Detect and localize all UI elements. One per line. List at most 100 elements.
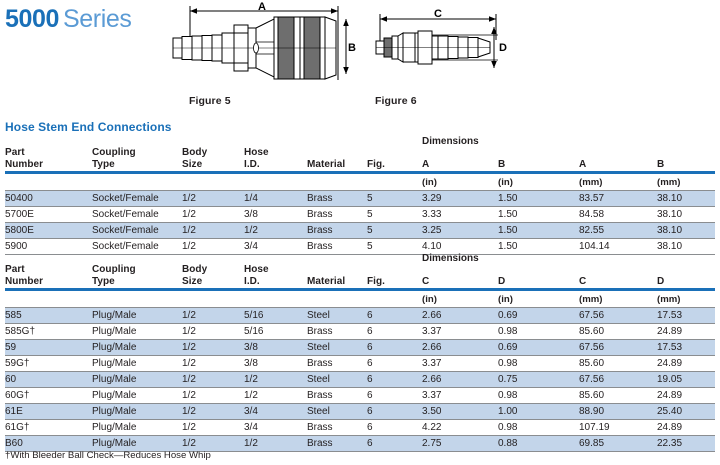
cell-dim-4: 24.89 xyxy=(657,419,715,436)
cell-dim-3: 85.60 xyxy=(579,387,657,404)
cell-dim-3: 107.19 xyxy=(579,419,657,436)
cell-material: Brass xyxy=(307,190,367,207)
cell-part-number: 60 xyxy=(5,371,92,388)
cell-part-number: 59G† xyxy=(5,355,92,372)
unit-dim-1: (in) xyxy=(422,294,437,305)
col-header-material: Material xyxy=(307,158,346,170)
cell-dim-1: 3.29 xyxy=(422,190,498,207)
cell-dim-4: 19.05 xyxy=(657,371,715,388)
figure-6-caption: Figure 6 xyxy=(375,95,417,107)
svg-text:A: A xyxy=(258,2,266,13)
unit-blank-4 xyxy=(244,291,307,308)
cell-dim-3: 85.60 xyxy=(579,323,657,340)
cell-dim-4: 25.40 xyxy=(657,403,715,420)
col-header-hose-id: Hose I.D. xyxy=(244,147,269,170)
col-header-part-number: Part Number xyxy=(5,147,44,170)
cell-dim-1: 2.75 xyxy=(422,435,498,452)
cell-fig: 6 xyxy=(367,419,422,436)
cell-body-size: 1/2 xyxy=(182,222,244,239)
page-title-word: Series xyxy=(63,5,132,33)
figure-panel: A B xyxy=(0,0,720,115)
cell-fig: 5 xyxy=(367,206,422,223)
cell-part-number: 60G† xyxy=(5,387,92,404)
cell-dim-3: 84.58 xyxy=(579,206,657,223)
svg-text:D: D xyxy=(499,42,507,54)
cell-dim-1: 3.50 xyxy=(422,403,498,420)
cell-dim-3: 104.14 xyxy=(579,238,657,255)
unit-blank-1 xyxy=(5,174,92,191)
cell-fig: 6 xyxy=(367,387,422,404)
cell-part-number: 59 xyxy=(5,339,92,356)
cell-body-size: 1/2 xyxy=(182,190,244,207)
col-header-material: Material xyxy=(307,275,346,287)
cell-body-size: 1/2 xyxy=(182,387,244,404)
cell-body-size: 1/2 xyxy=(182,371,244,388)
dimensions-group-label: Dimensions xyxy=(422,253,479,264)
cell-fig: 6 xyxy=(367,323,422,340)
table-dimensions-group-row: Dimensions xyxy=(5,253,715,264)
unit-blank-6 xyxy=(367,291,422,308)
col-header-dim-2: B xyxy=(498,158,506,170)
svg-text:B: B xyxy=(348,42,356,54)
cell-dim-4: 24.89 xyxy=(657,387,715,404)
cell-dim-4: 22.35 xyxy=(657,435,715,452)
cell-coupling-type: Plug/Male xyxy=(92,419,182,436)
cell-hose-id: 5/16 xyxy=(244,307,307,324)
cell-dim-2: 1.50 xyxy=(498,238,579,255)
unit-blank-5 xyxy=(307,291,367,308)
cell-material: Brass xyxy=(307,387,367,404)
col-header-dim-3: A xyxy=(579,158,587,170)
cell-dim-3: 88.90 xyxy=(579,403,657,420)
cell-dim-4: 24.89 xyxy=(657,323,715,340)
unit-blank-5 xyxy=(307,174,367,191)
cell-fig: 6 xyxy=(367,355,422,372)
cell-coupling-type: Plug/Male xyxy=(92,387,182,404)
cell-material: Brass xyxy=(307,238,367,255)
cell-dim-4: 38.10 xyxy=(657,206,715,223)
cell-dim-4: 38.10 xyxy=(657,238,715,255)
table-units-row: (in) (in) (mm) (mm) xyxy=(5,291,715,308)
cell-part-number: 5900 xyxy=(5,238,92,255)
cell-material: Brass xyxy=(307,222,367,239)
cell-fig: 6 xyxy=(367,339,422,356)
cell-body-size: 1/2 xyxy=(182,403,244,420)
cell-hose-id: 1/2 xyxy=(244,371,307,388)
cell-part-number: 585 xyxy=(5,307,92,324)
section-heading: Hose Stem End Connections xyxy=(5,120,172,134)
cell-part-number: 50400 xyxy=(5,190,92,207)
cell-material: Brass xyxy=(307,419,367,436)
cell-dim-3: 83.57 xyxy=(579,190,657,207)
cell-dim-1: 2.66 xyxy=(422,371,498,388)
col-header-hose-id: Hose I.D. xyxy=(244,264,269,287)
cell-part-number: 5700E xyxy=(5,206,92,223)
table-header-rule xyxy=(5,288,715,291)
cell-material: Steel xyxy=(307,403,367,420)
table-units-row: (in) (in) (mm) (mm) xyxy=(5,174,715,191)
dimensions-group-label: Dimensions xyxy=(422,136,479,147)
cell-dim-1: 3.37 xyxy=(422,355,498,372)
cell-coupling-type: Socket/Female xyxy=(92,190,182,207)
cell-dim-2: 0.98 xyxy=(498,387,579,404)
unit-dim-2: (in) xyxy=(498,177,513,188)
cell-dim-2: 1.50 xyxy=(498,190,579,207)
cell-dim-3: 67.56 xyxy=(579,307,657,324)
cell-material: Brass xyxy=(307,206,367,223)
col-header-part-number: Part Number xyxy=(5,264,44,287)
cell-part-number: 61E xyxy=(5,403,92,420)
cell-body-size: 1/2 xyxy=(182,307,244,324)
cell-fig: 5 xyxy=(367,190,422,207)
cell-coupling-type: Plug/Male xyxy=(92,323,182,340)
cell-material: Brass xyxy=(307,435,367,452)
table-header-row: Part Number Coupling Type Body Size Hose… xyxy=(5,147,715,171)
cell-dim-1: 2.66 xyxy=(422,307,498,324)
cell-fig: 5 xyxy=(367,238,422,255)
quick-coupler-plug-diagram: C D xyxy=(375,8,507,68)
cell-hose-id: 1/4 xyxy=(244,190,307,207)
cell-coupling-type: Plug/Male xyxy=(92,435,182,452)
